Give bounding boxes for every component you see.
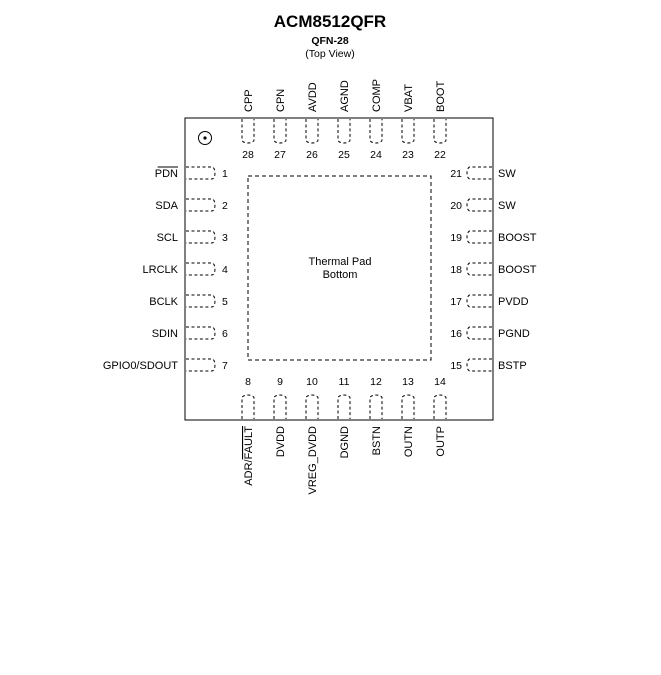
pin-14-pad <box>433 394 447 419</box>
left-pin-row: 1 PDN 2 SDA 3 SCL 4 LRCLK 5 BCLK 6 SDIN 7 GPIO0/SDOUT <box>103 166 228 372</box>
pin-7-number: 7 <box>222 360 228 372</box>
pin-12-number: 12 <box>370 376 382 388</box>
pin-9-name-dvdd: DVDD <box>275 426 287 457</box>
chip-title: ACM8512QFR <box>274 12 386 31</box>
pin-24-name-comp: COMP <box>371 79 383 112</box>
pin-21-name-sw: SW <box>498 168 516 180</box>
pin-28-name-cpp: CPP <box>243 89 255 112</box>
pin-28-number: 28 <box>242 149 254 161</box>
top-pin-row: 28 CPP 27 CPN 26 AVDD 25 AGND 24 COMP 23 VBAT 22 BOOT <box>241 79 447 161</box>
pin-23-name-vbat: VBAT <box>403 84 415 112</box>
pin-4-name-lrclk: LRCLK <box>143 264 179 276</box>
pin-27-name-cpn: CPN <box>275 89 287 112</box>
pin-25-pad <box>337 119 351 144</box>
thermal-pad-outline <box>247 175 432 361</box>
pin-27-pad <box>273 119 287 144</box>
pin-5-name-bclk: BCLK <box>149 296 178 308</box>
pin-22-name-boot: BOOT <box>435 81 447 112</box>
pin-14-number: 14 <box>434 376 446 388</box>
thermal-pad-label: Thermal Pad <box>309 256 372 268</box>
pin-13-name-outn: OUTN <box>403 426 415 457</box>
pin-27-number: 27 <box>274 149 286 161</box>
pin-25-name-agnd: AGND <box>339 80 351 112</box>
pin-2-name-sda: SDA <box>155 200 178 212</box>
pin-16-name-pgnd: PGND <box>498 328 530 340</box>
pin-22-number: 22 <box>434 149 446 161</box>
pin-19-name-boost: BOOST <box>498 232 537 244</box>
pin-11-pad <box>337 394 351 419</box>
pin-3-name-scl: SCL <box>157 232 178 244</box>
pin-19-pad <box>466 230 492 244</box>
pin-15-name-bstp: BSTP <box>498 360 527 372</box>
pin-11-number: 11 <box>339 376 350 388</box>
pin-23-number: 23 <box>402 149 414 161</box>
pin-14-name-outp: OUTP <box>435 426 447 457</box>
pin-22-pad <box>433 119 447 144</box>
pin-13-number: 13 <box>402 376 414 388</box>
pin-10-name-vreg-dvdd: VREG_DVDD <box>307 426 319 495</box>
pin-5-number: 5 <box>222 296 228 308</box>
pin-17-pad <box>466 294 492 308</box>
pin-21-pad <box>466 166 492 180</box>
pin-16-pad <box>466 326 492 340</box>
pin-23-pad <box>401 119 415 144</box>
pin1-marker-outer <box>198 131 212 145</box>
pin-6-pad <box>186 326 216 340</box>
pin-15-number: 15 <box>450 360 462 372</box>
pin-11-name-dgnd: DGND <box>339 426 351 458</box>
pin-20-number: 20 <box>450 200 462 212</box>
pin-8-name-adr-fault: ADR/FAULT <box>243 426 255 486</box>
pin-4-pad <box>186 262 216 276</box>
pin-16-number: 16 <box>450 328 462 340</box>
pin-7-pad <box>186 358 216 372</box>
pin-7-name-gpio0-sdout: GPIO0/SDOUT <box>103 360 178 372</box>
pin-18-pad <box>466 262 492 276</box>
pin-10-number: 10 <box>306 376 318 388</box>
pin-21-number: 21 <box>450 168 462 180</box>
pin-19-number: 19 <box>450 232 462 244</box>
view-label: (Top View) <box>305 48 354 60</box>
pin-4-number: 4 <box>222 264 228 276</box>
pin-1-name-pdn: PDN <box>155 168 178 180</box>
pin-17-name-pvdd: PVDD <box>498 296 529 308</box>
pin-8-pad <box>241 394 255 419</box>
pin-12-name-bstn: BSTN <box>371 426 383 455</box>
pin-18-name-boost: BOOST <box>498 264 537 276</box>
pin-20-name-sw: SW <box>498 200 516 212</box>
pin-24-pad <box>369 119 383 144</box>
pin-18-number: 18 <box>450 264 462 276</box>
pin-12-pad <box>369 394 383 419</box>
pin-15-pad <box>466 358 492 372</box>
pin-24-number: 24 <box>370 149 382 161</box>
pin-10-pad <box>305 394 319 419</box>
pin-3-pad <box>186 230 216 244</box>
package-label: QFN-28 <box>311 35 349 47</box>
pin-26-pad <box>305 119 319 144</box>
thermal-pad-sublabel: Bottom <box>323 269 358 281</box>
pin-5-pad <box>186 294 216 308</box>
pin-1-number: 1 <box>222 168 228 180</box>
pin-2-number: 2 <box>222 200 228 212</box>
pin-17-number: 17 <box>450 296 462 308</box>
pin-6-name-sdin: SDIN <box>152 328 178 340</box>
pin-8-number: 8 <box>245 376 251 388</box>
pin1-marker-dot <box>203 136 207 140</box>
pin-26-name-avdd: AVDD <box>307 82 319 112</box>
pin-1-pad <box>186 166 216 180</box>
pin-9-number: 9 <box>277 376 283 388</box>
pin-13-pad <box>401 394 415 419</box>
pin-3-number: 3 <box>222 232 228 244</box>
pin-25-number: 25 <box>338 149 350 161</box>
package-body <box>184 117 494 421</box>
pin-9-pad <box>273 394 287 419</box>
pin-28-pad <box>241 119 255 144</box>
pin-2-pad <box>186 198 216 212</box>
pin-20-pad <box>466 198 492 212</box>
pin-26-number: 26 <box>306 149 318 161</box>
pin-6-number: 6 <box>222 328 228 340</box>
